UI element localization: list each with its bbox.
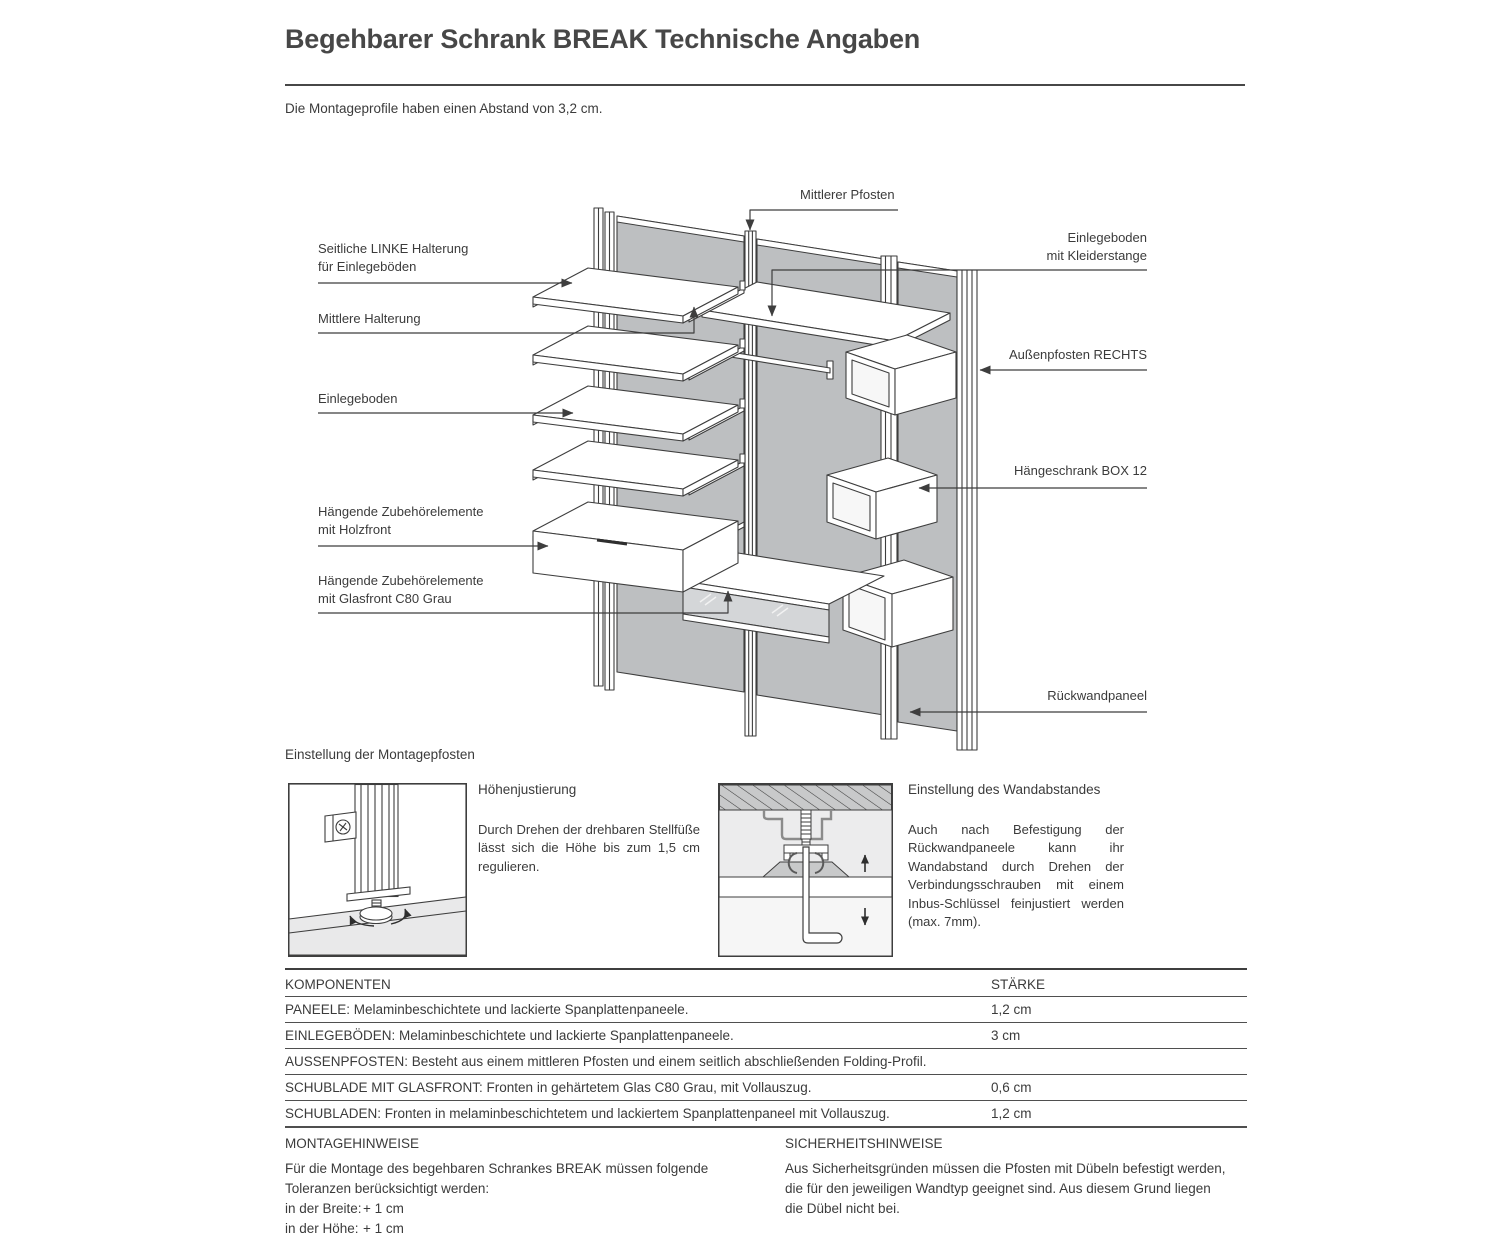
base-plate [346,886,411,902]
label-back-panel: Rückwandpaneel [1047,688,1147,703]
height-adjustment-text: Durch Drehen der drehbaren Stellfüße läs… [478,822,700,874]
height-adjustment-figure [288,783,467,957]
hanging-box-bottom [842,559,954,648]
title-divider [285,84,1245,86]
label-hanging-cabinet-box12: Hängeschrank BOX 12 [1014,463,1147,478]
height-adjustment-title: Höhenjustierung [478,782,577,797]
column-header-staerke: STÄRKE [991,977,1046,992]
hanger-bracket [762,810,833,841]
label-outer-post-right: Außenpfosten RECHTS [1008,347,1147,362]
wall-distance-text: Auch nach Befestigung der Rückwandpaneel… [908,822,1124,930]
shelves [532,267,746,497]
label-glass-front-accessory: Hängende Zubehörelemente mit Glasfront C… [318,573,484,606]
wall-cross-section [719,784,892,811]
table-row: SCHUBLADEN: Fronten in melaminbeschichte… [285,1101,1247,1127]
label-side-left-bracket: Seitliche LINKE Halterung für Einlegeböd… [318,241,469,274]
wall-distance-title: Einstellung des Wandabstandes [908,782,1101,797]
intro-text: Die Montageprofile haben einen Abstand v… [285,101,603,116]
leader-lines [318,209,1147,717]
table-header-row: KOMPONENTEN STÄRKE [285,970,1247,997]
adjustment-section-title: Einstellung der Montagepfosten [285,747,475,762]
page-title: Begehbarer Schrank BREAK Technische Anga… [285,24,921,54]
wood-front-drawer [532,501,745,593]
label-middle-post: Mittlerer Pfosten [800,187,895,202]
tolerance-height-row: in der Höhe: + 1 cm [285,1221,404,1236]
label-shelf: Einlegeboden [318,391,398,406]
safety-notes: SICHERHEITSHINWEISE Aus Sicherheitsgründ… [785,1136,1260,1219]
table-row: EINLEGEBÖDEN: Melaminbeschichtete und la… [285,1023,1247,1049]
wall-distance-figure [718,783,893,957]
label-middle-bracket: Mittlere Halterung [318,311,421,326]
table-row: SCHUBLADE MIT GLASFRONT: Fronten in gehä… [285,1075,1247,1101]
closet-isometric-diagram [318,207,1147,751]
allen-key [802,846,843,944]
table-row: PANEELE: Melaminbeschichtete und lackier… [285,997,1247,1023]
tolerance-width-row: in der Breite: + 1 cm [285,1201,404,1216]
components-table: KOMPONENTEN STÄRKE PANEELE: Melaminbesch… [285,968,1247,1127]
label-shelf-with-rail: Einlegeboden mit Kleiderstange [1046,230,1147,263]
section-divider [285,1127,1247,1128]
table-row: AUSSENPFOSTEN: Besteht aus einem mittler… [285,1049,1247,1075]
label-wood-front-accessory: Hängende Zubehörelemente mit Holzfront [318,504,484,537]
assembly-notes-title: MONTAGEHINWEISE [285,1136,420,1151]
adjustable-foot [359,906,393,921]
hanging-box-top [845,334,957,416]
rotation-arrows [349,908,412,927]
drawer-handle [596,538,628,546]
column-header-komponenten: KOMPONENTEN [285,977,391,992]
safety-notes-title: SICHERHEITSHINWEISE [785,1136,943,1151]
assembly-notes: MONTAGEHINWEISE Für die Montage des bege… [285,1136,755,1239]
hanging-box-12 [826,457,938,540]
